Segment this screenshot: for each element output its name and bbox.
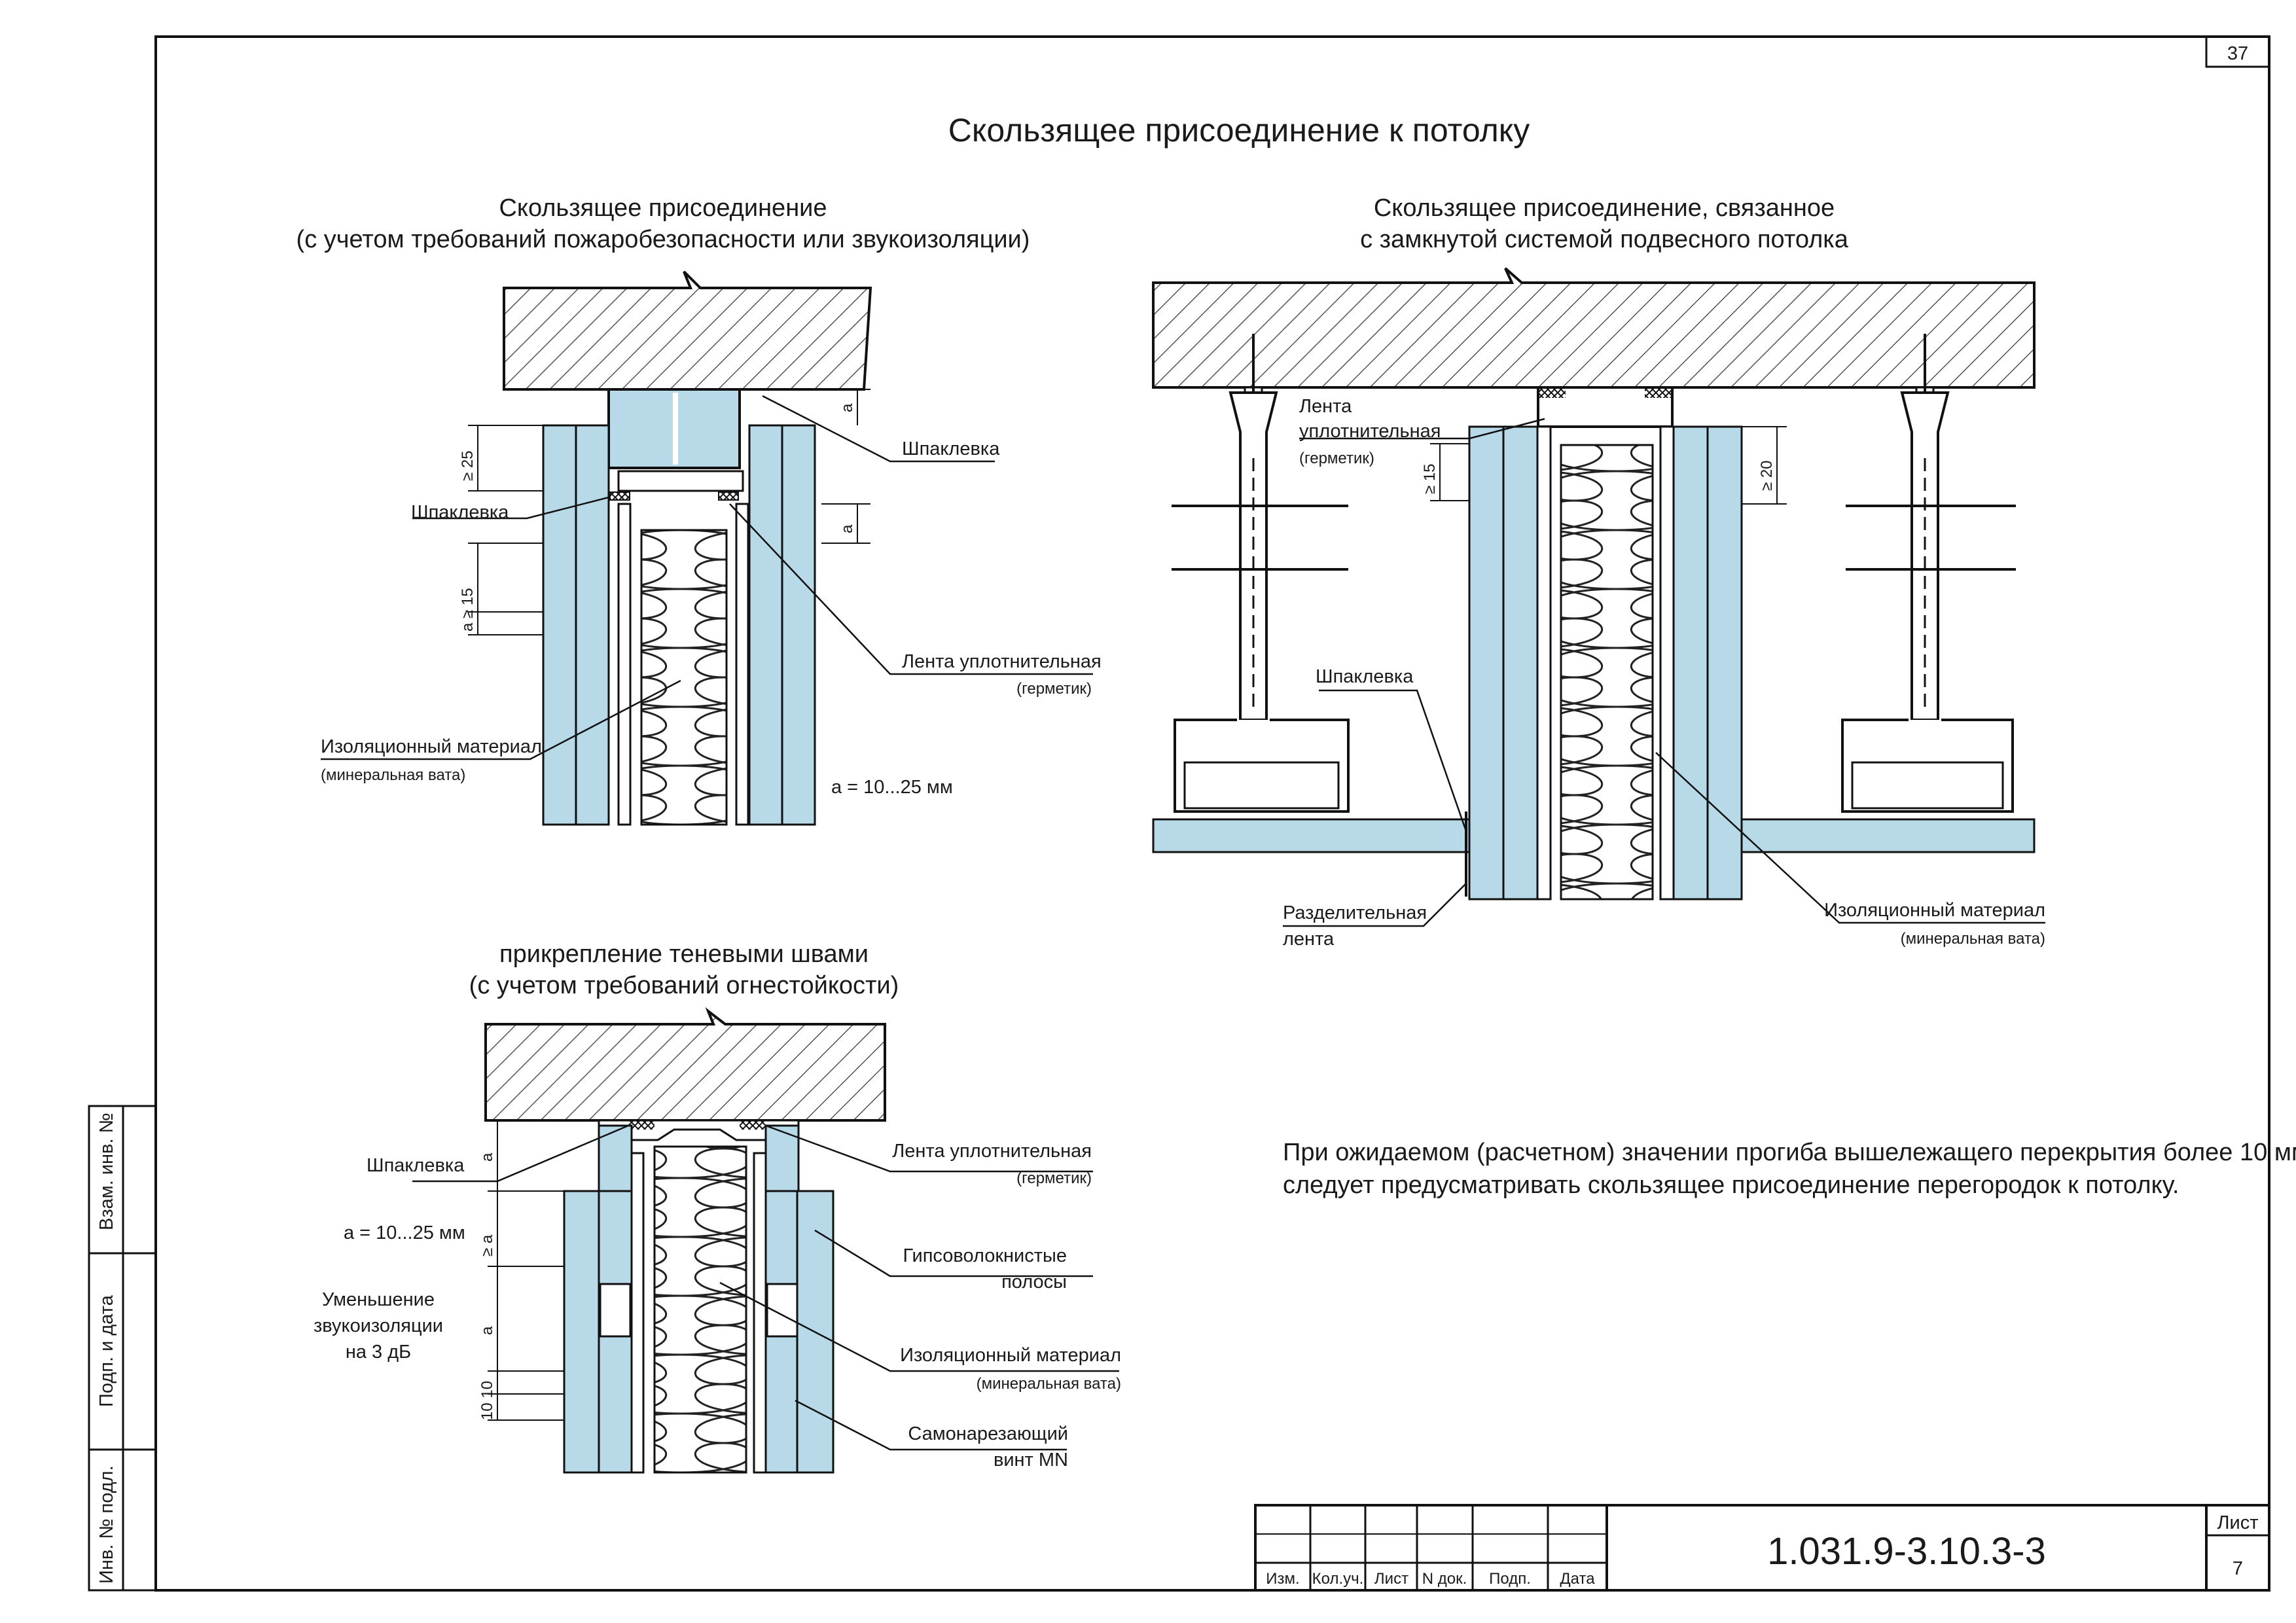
s2-ceiling-board-left	[1152, 818, 1471, 853]
s3-label-gypsum-line1: Гипсоволокнистые	[903, 1245, 1067, 1266]
sheet-label: Лист	[2217, 1512, 2258, 1533]
s1-board-left-inner	[575, 424, 610, 826]
s1-seal-tape-right	[718, 491, 739, 501]
s2-label-sep-line2: лента	[1283, 929, 1335, 950]
document-code: 1.031.9-3.10.3-3	[1767, 1530, 2046, 1573]
stamp-podp: Подп. и дата	[96, 1294, 117, 1407]
s3-dim-ge-a: ≥ a	[478, 1234, 496, 1257]
page-number-box	[2205, 35, 2270, 68]
col-ndok: N док.	[1422, 1570, 1467, 1588]
s1-label-putty-right: Шпаклевка	[902, 438, 1000, 459]
s2-seal-tape-right	[1645, 387, 1671, 398]
s2-seal-tape-left	[1539, 387, 1566, 398]
s2-label-tape-line2: уплотнительная	[1299, 421, 1441, 442]
col-data: Дата	[1560, 1570, 1595, 1588]
note-line1: При ожидаемом (расчетном) значении проги…	[1283, 1139, 2296, 1166]
s1-label-putty-left: Шпаклевка	[411, 502, 509, 523]
s3-label-gypsum-line2: полосы	[1001, 1272, 1067, 1293]
s1-stud-profile	[617, 470, 744, 492]
s2-label-putty: Шпаклевка	[1316, 666, 1414, 687]
col-podp: Подп.	[1489, 1570, 1531, 1588]
s3-label-reduction-line1: Уменьшение	[322, 1289, 435, 1310]
s3-label-reduction-line3: на 3 дБ	[346, 1342, 411, 1363]
s3-dim-a2: a	[478, 1326, 496, 1335]
note-line2: следует предусматривать скользящее присо…	[1283, 1171, 2179, 1199]
s2-ceiling-slab	[1152, 267, 2036, 389]
s1-dim-a-mid: a	[838, 524, 856, 533]
s2-label-insul-line1: Изоляционный материал	[1824, 900, 2045, 921]
s2-board-left-outer	[1468, 425, 1505, 901]
s3-label-reduction-line2: звукоизоляции	[314, 1315, 443, 1336]
s3-dim-a1: a	[478, 1152, 496, 1162]
s3-label-a-note: a = 10...25 мм	[344, 1222, 465, 1243]
s2-caption-line1: Скользящее присоединение, связанное	[1374, 194, 1835, 222]
s1-dim-ge15: a ≥ 15	[459, 588, 476, 632]
s1-label-a-note: a = 10...25 мм	[831, 777, 953, 798]
s2-board-right-outer	[1706, 425, 1743, 901]
s3-label-screw-line1: Самонарезающий	[908, 1423, 1068, 1444]
s2-label-tape-line1: Лента	[1299, 396, 1352, 417]
s3-caption-line2: (с учетом требований огнестойкости)	[469, 972, 899, 999]
s3-board-left-outer	[563, 1190, 601, 1474]
section-1-sliding-connection: Скользящее присоединение (с учетом требо…	[296, 194, 1102, 826]
s2-board-left-inner	[1502, 425, 1539, 901]
s2-label-sep-line1: Разделительная	[1283, 902, 1427, 923]
s3-mineral-wool	[653, 1145, 747, 1474]
s2-dim-ge15: ≥ 15	[1421, 463, 1439, 494]
s3-caption-line1: прикрепление теневыми швами	[499, 940, 869, 968]
sheet-frame	[154, 35, 2270, 1592]
s1-seal-tape-left	[609, 491, 630, 501]
s1-ceiling-slab	[503, 270, 872, 391]
page-number: 37	[2227, 43, 2248, 64]
s3-ceiling-slab	[484, 1007, 886, 1122]
section-3-shadow-joints: прикрепление теневыми швами (с учетом тр…	[314, 940, 1121, 1474]
s1-board-right-inner	[748, 424, 783, 826]
sheet-number: 7	[2233, 1558, 2243, 1579]
s3-label-screw-line2: винт MN	[994, 1450, 1068, 1471]
s2-hanger-left	[1172, 334, 1350, 813]
s1-board-right-outer	[781, 424, 816, 826]
s1-mineral-wool	[640, 529, 728, 826]
s2-board-right-inner	[1672, 425, 1709, 901]
s3-label-putty: Шпаклевка	[367, 1155, 465, 1176]
col-izm: Изм.	[1266, 1570, 1299, 1588]
s2-ceiling-board-right	[1740, 818, 2036, 853]
s3-label-tape-line2: (герметик)	[1016, 1169, 1092, 1187]
s2-caption-line2: с замкнутой системой подвесного потолка	[1360, 226, 1849, 253]
s3-label-insul-line1: Изоляционный материал	[900, 1345, 1121, 1366]
stamp-vzam: Взам. инв. №	[96, 1113, 117, 1230]
col-kolvo: Кол.уч.	[1312, 1570, 1364, 1588]
col-list: Лист	[1374, 1570, 1408, 1588]
page-title: Скользящее присоединение к потолку	[948, 112, 1530, 149]
s1-dim-ge25: ≥ 25	[459, 450, 476, 481]
stamp-inv: Инв. № подл.	[96, 1465, 117, 1584]
s2-dim-ge20: ≥ 20	[1758, 460, 1776, 491]
s1-board-left-outer	[542, 424, 577, 826]
s2-hanger-right	[1841, 334, 2016, 813]
side-stamp: Взам. инв. № Подп. и дата Инв. № подл.	[88, 1105, 157, 1592]
s1-dim-a-top: a	[838, 403, 856, 412]
s1-label-tape-line2: (герметик)	[1016, 680, 1092, 698]
s3-seal-tape-left	[628, 1120, 655, 1130]
s3-label-insul-line2: (минеральная вата)	[977, 1375, 1121, 1393]
s3-seal-tape-right	[740, 1120, 766, 1130]
s2-mineral-wool	[1560, 444, 1654, 901]
s2-label-tape-line3: (герметик)	[1299, 450, 1374, 467]
s1-caption-line2: (с учетом требований пожаробезопасности …	[296, 226, 1030, 253]
s2-label-insul-line2: (минеральная вата)	[1901, 930, 2045, 948]
s1-label-insul-line2: (минеральная вата)	[321, 766, 465, 784]
s1-caption-line1: Скользящее присоединение	[499, 194, 827, 222]
s3-dim-1010: 10 10	[478, 1381, 496, 1420]
s1-label-insul-line1: Изоляционный материал	[321, 736, 542, 757]
title-block: Изм. Кол.уч. Лист N док. Подп. Дата 1.03…	[1254, 1504, 2270, 1592]
s1-label-tape-line1: Лента уплотнительная	[902, 651, 1102, 672]
section-2-suspended-ceiling: Скользящее присоединение, связанное с за…	[1152, 194, 2045, 950]
s3-label-tape-line1: Лента уплотнительная	[892, 1141, 1092, 1162]
